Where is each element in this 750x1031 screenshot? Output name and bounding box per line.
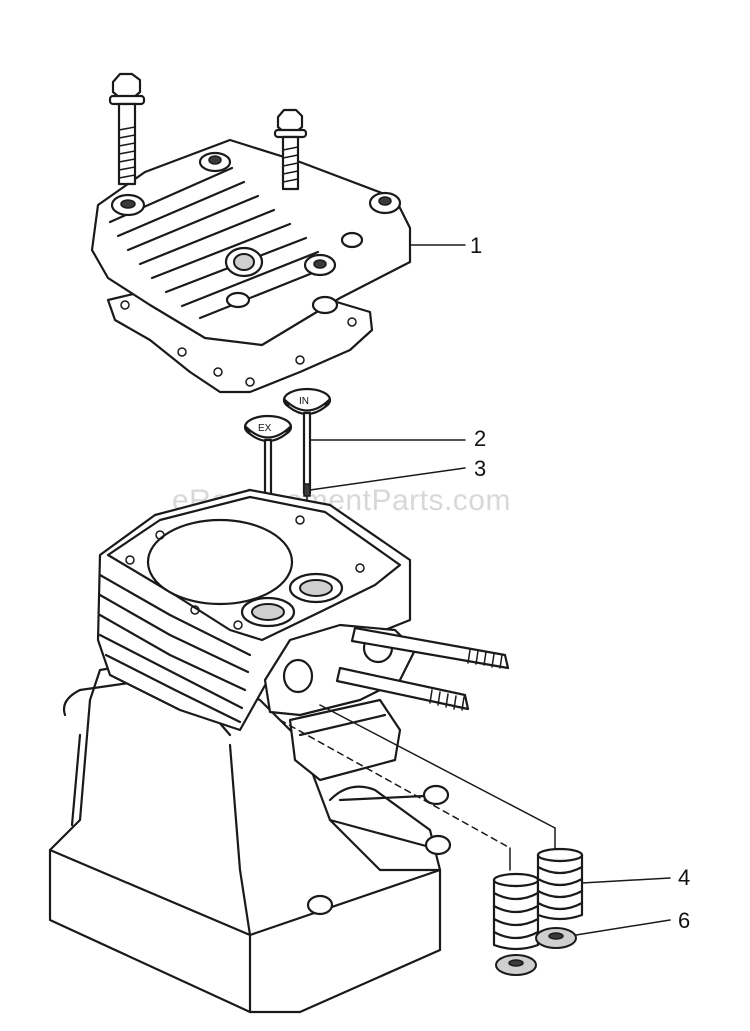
cylinder-fins — [98, 573, 252, 724]
head-bolt-left — [108, 72, 146, 186]
intake-valve-mark: IN — [299, 396, 309, 407]
callout-2: 2 — [474, 426, 486, 451]
spring-retainer-left — [495, 954, 537, 976]
callout-3: 3 — [474, 456, 486, 481]
callout-6-leader — [575, 919, 671, 936]
cylinder-block — [96, 488, 417, 782]
cylinder-bore — [146, 518, 294, 606]
valve-spring-left — [492, 872, 540, 951]
gasket-holes — [120, 300, 357, 387]
crank-boss-lower — [424, 834, 452, 856]
stud-lower — [335, 666, 470, 711]
stud-upper — [350, 626, 510, 670]
intake-valve: IN — [282, 387, 332, 495]
port-left — [282, 658, 314, 694]
callout-1: 1 — [470, 233, 482, 258]
exhaust-valve-mark: EX — [258, 423, 272, 434]
crankcase — [48, 658, 452, 1014]
deck-bolt-holes — [125, 515, 365, 630]
valve-spring-right — [536, 847, 584, 921]
callout-4: 4 — [678, 865, 690, 890]
callout-3-leader — [309, 467, 466, 491]
crank-boss-side — [306, 894, 334, 916]
head-bosses — [110, 151, 402, 315]
head-bolt-right — [273, 108, 308, 191]
head-body — [90, 138, 412, 347]
cylinder-head — [90, 138, 466, 394]
spring-retainer-right — [535, 927, 577, 949]
callout-4-leader — [581, 877, 671, 884]
callout-6: 6 — [678, 908, 690, 933]
tappet-chamber — [288, 698, 402, 782]
spring-guide-lines — [279, 704, 556, 871]
